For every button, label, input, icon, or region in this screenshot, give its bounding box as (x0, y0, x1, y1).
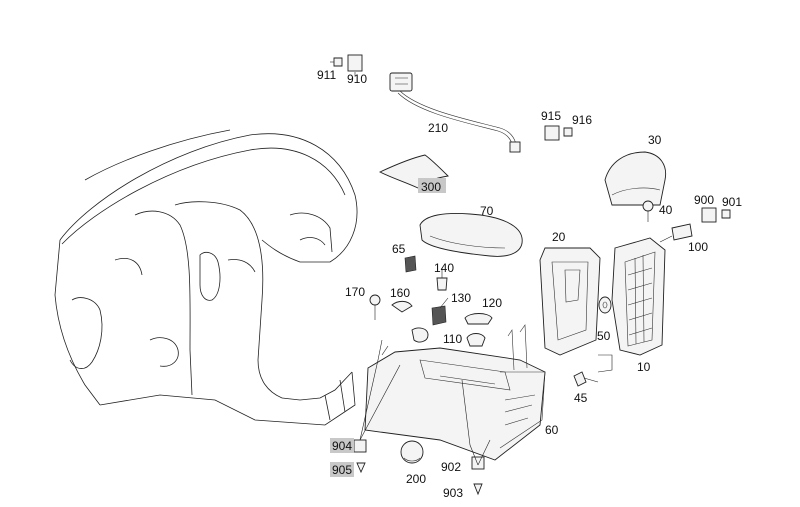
clip-140 (436, 268, 448, 291)
connector-915 (544, 125, 560, 141)
part-20-support (539, 247, 601, 356)
part-30-cover (604, 151, 667, 206)
label-903: 903 (443, 486, 463, 500)
screw-40 (642, 200, 654, 222)
bracket-100 (671, 223, 693, 241)
label-904: 904 (332, 439, 352, 453)
part-160 (391, 300, 413, 313)
label-40: 40 (659, 203, 673, 217)
cable-junction (389, 72, 413, 92)
label-911: 911 (317, 68, 336, 82)
cable-plug (509, 141, 521, 153)
label-120: 120 (482, 296, 502, 310)
connector-900 (701, 207, 717, 223)
label-905: 905 (332, 463, 352, 477)
label-130: 130 (451, 291, 471, 305)
label-900: 900 (694, 193, 714, 207)
label-916: 916 (572, 113, 592, 127)
clip-916 (563, 127, 573, 137)
cable-assembly-210 (330, 54, 573, 153)
highlight-300 (418, 178, 446, 193)
part-60-console (364, 324, 546, 461)
label-910: 910 (347, 72, 367, 86)
screw-905 (356, 462, 366, 474)
label-901: 901 (722, 195, 742, 209)
screw-903 (473, 483, 483, 496)
part-130 (431, 305, 447, 326)
highlight-905 (330, 462, 354, 477)
highlight-904 (330, 438, 354, 453)
connector-910 (347, 54, 363, 72)
label-70: 70 (480, 204, 494, 218)
part-10-side-panel (611, 237, 666, 356)
part-120 (464, 313, 493, 325)
bolt-170 (369, 294, 381, 320)
label-140: 140 (434, 261, 454, 275)
cap-200 (400, 440, 424, 464)
label-300: 300 (421, 180, 441, 194)
leader-lines (354, 72, 673, 466)
label-30: 30 (648, 133, 662, 147)
label-170: 170 (345, 285, 365, 299)
part-grommet (411, 327, 429, 343)
label-45: 45 (574, 391, 588, 405)
clip-901 (721, 209, 731, 219)
clip-902 (471, 456, 485, 470)
label-200: 200 (406, 472, 426, 486)
label-20: 20 (552, 230, 566, 244)
part-65 (404, 255, 417, 273)
label-902: 902 (441, 460, 461, 474)
label-110: 110 (443, 332, 462, 346)
clip-904 (353, 439, 367, 453)
label-160: 160 (390, 286, 410, 300)
label-10: 10 (637, 360, 651, 374)
dashboard-outline (54, 129, 358, 426)
part-70-armrest-lid (419, 213, 523, 257)
label-60: 60 (545, 423, 559, 437)
bolt-45 (573, 371, 599, 387)
label-210: 210 (428, 121, 448, 135)
label-915: 915 (541, 109, 561, 123)
clip-911 (333, 57, 343, 67)
label-65: 65 (392, 242, 406, 256)
washer-50 (598, 296, 612, 314)
label-50: 50 (597, 329, 611, 343)
part-110 (466, 333, 486, 347)
label-100: 100 (688, 240, 708, 254)
